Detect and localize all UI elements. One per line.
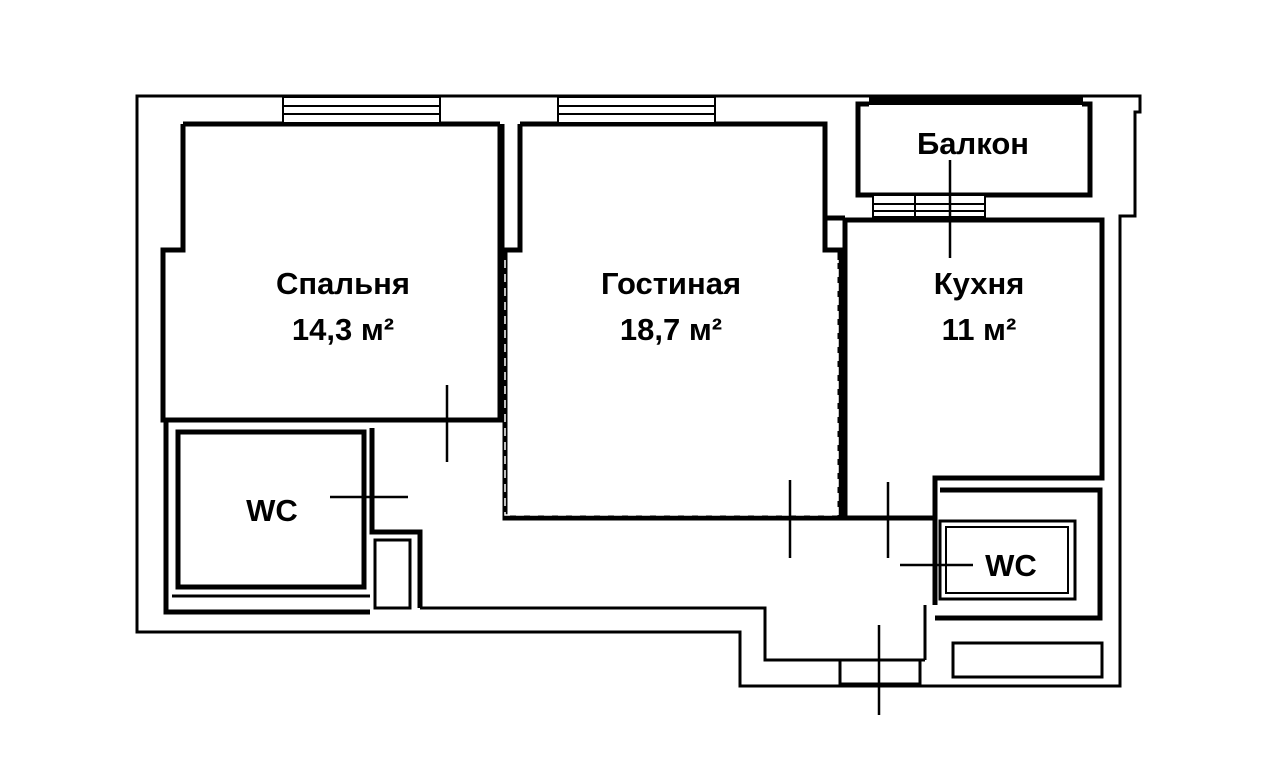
wc-left-walls bbox=[163, 422, 423, 615]
kitchen-area: 11 м² bbox=[942, 312, 1017, 347]
wc-right-label: WC bbox=[985, 548, 1037, 583]
kitchen-label: Кухня bbox=[934, 266, 1025, 301]
door-markers bbox=[330, 160, 973, 715]
balcony-label: Балкон bbox=[917, 126, 1029, 161]
window-bedroom bbox=[282, 96, 441, 124]
corridor-walls bbox=[420, 606, 925, 662]
bedroom-label: Спальня bbox=[276, 266, 410, 301]
wc-right-walls bbox=[923, 478, 1104, 679]
living-room-label: Гостиная bbox=[601, 266, 741, 301]
bedroom-area: 14,3 м² bbox=[292, 312, 394, 347]
bedroom-walls bbox=[160, 124, 503, 423]
kitchen-walls bbox=[842, 217, 1105, 521]
living-room-area: 18,7 м² bbox=[620, 312, 722, 347]
balcony bbox=[855, 97, 1093, 218]
window-living-room bbox=[557, 96, 716, 124]
wc-left-label: WC bbox=[246, 493, 298, 528]
